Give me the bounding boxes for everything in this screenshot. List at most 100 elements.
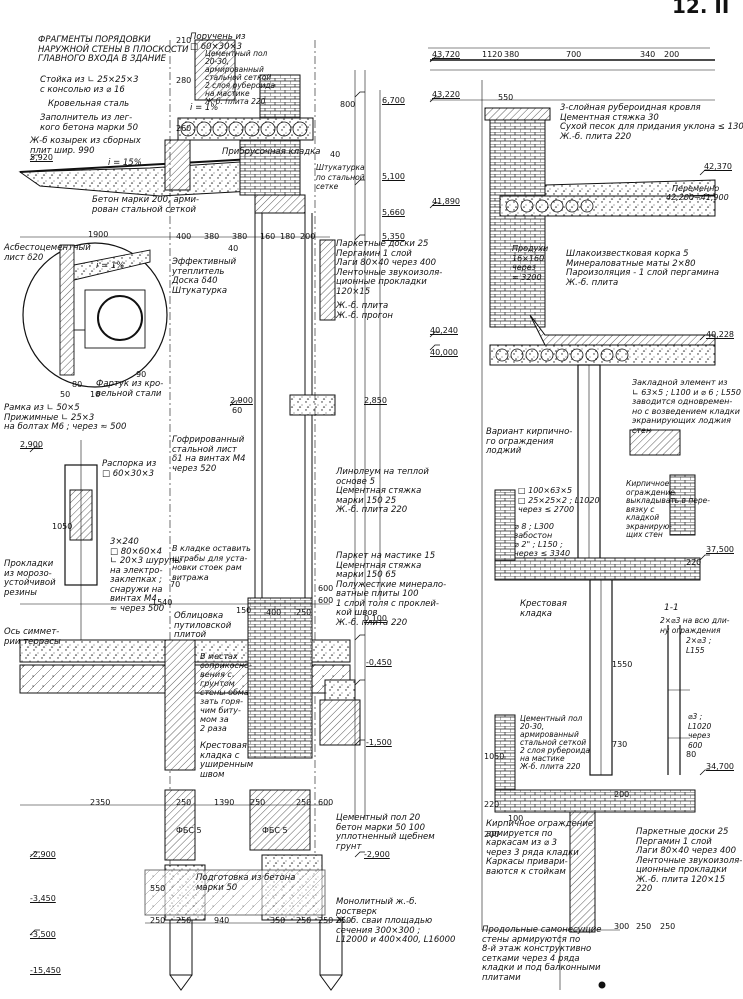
note-vents: Продухи 16×160 через ≈ 3200: [512, 244, 549, 282]
dim: 1900: [88, 230, 109, 239]
note-slab-girder: Ж.-б. плита Ж.-б. прогон: [336, 301, 393, 321]
dim: 400: [266, 608, 282, 617]
note-cement-floor-right: Цементный пол 20-30, армированный стальн…: [520, 714, 591, 771]
dim: 10: [90, 390, 101, 399]
note-tube: □ 100×63×5 □ 25×25×2 ; L1020 через ≤ 270…: [518, 486, 600, 514]
note-parquet: Паркетные доски 25 Пергамин 1 слой Лаги …: [336, 239, 443, 297]
dim: 340: [640, 50, 656, 59]
dim: 1050: [484, 752, 505, 761]
note-cement-floor: Цементный пол 20-30, армированный стальн…: [205, 49, 276, 106]
dim: 1120: [482, 50, 503, 59]
dim: 600: [318, 596, 334, 605]
note-canopy: Ж-б козырек из сборных плит шир. 990: [30, 136, 141, 156]
note-roofing: 3-слойная рубероидная кровля Цементная с…: [560, 103, 743, 142]
note-cladding: Облицовка путиловской плитой: [174, 611, 232, 640]
note-gaskets: Прокладки из морозо- устойчивой резины: [4, 559, 56, 598]
note-parquet-right: Паркетные доски 25 Пергамин 1 слой Лаги …: [636, 827, 743, 894]
note-apron: Фартук из кро- вельной стали: [96, 379, 164, 399]
dim: 220: [686, 558, 702, 567]
note-corrugated: Гофрированный стальной лист δ1 на винтах…: [172, 435, 246, 474]
note-plaster-mesh: Штукатурка по стальной сетке: [316, 163, 365, 191]
dim: 250: [250, 798, 266, 807]
note-insulation: Эффективный утеплитель Доска δ40 Штукату…: [172, 257, 237, 296]
dim: 300: [614, 922, 630, 931]
dim: 200: [300, 232, 316, 241]
dim: 380: [504, 50, 520, 59]
hollow-core-slab-top: [180, 121, 308, 137]
drawing-title: ФРАГМЕНТЫ ПОРЯДОВКИ НАРУЖНОЙ СТЕНЫ В ПЛО…: [38, 35, 189, 64]
level: 6,700: [382, 96, 405, 105]
dim: 940: [214, 916, 230, 925]
dim: 250: [176, 798, 192, 807]
dim: 400: [176, 232, 192, 241]
dim: 80: [686, 750, 697, 759]
level: -0,450: [366, 658, 392, 667]
dim: 150: [236, 606, 252, 615]
dim: 250: [176, 916, 192, 925]
level: -2,900: [30, 850, 56, 859]
dim: 100: [508, 814, 524, 823]
note-concrete: Бетон марки 200, арми- рован стальной се…: [92, 195, 200, 215]
hollow-core-slab-roof: [505, 199, 594, 213]
note-brick-fence: Кирпичное ограждение выкладывать в пере-…: [626, 479, 710, 539]
left-section: [18, 39, 381, 991]
note-fastener: 3×240 □ 80×60×4 ∟ 20×3 шурупы на электро…: [110, 537, 182, 614]
note-cross-bond-right: Крестовая кладка: [520, 599, 567, 619]
level-markers-right: [429, 56, 710, 776]
hollow-core-slab-mid: [495, 348, 629, 362]
note-post: Стойка из ∟ 25×25×3 с консолью из ⌀ 16: [40, 75, 139, 95]
dim: 700: [566, 50, 582, 59]
note-spacer: Распорка из □ 60×30×3: [102, 459, 157, 479]
dim: 250: [296, 608, 312, 617]
note-bitumen: В местах соприкосно- вения с грунтом сте…: [200, 652, 252, 733]
note-grooves: В кладке оставить штрабы для уста- новки…: [172, 544, 251, 582]
dim: 350: [270, 916, 286, 925]
note-handrail: Поручень из □ 60×30×3: [190, 32, 246, 52]
note-slag-crust: Шлакоизвестковая корка 5 Минераловатные …: [566, 249, 720, 288]
note-filler: Заполнитель из лег- кого бетона марки 50: [40, 113, 138, 133]
dim: 220: [484, 800, 500, 809]
level: -2,900: [364, 850, 390, 859]
dim: 50: [60, 390, 71, 399]
level: 43,720: [432, 50, 460, 59]
dim: 250: [636, 922, 652, 931]
dim: 280: [176, 76, 192, 85]
note-linoleum: Линолеум на теплой основе 5 Цементная ст…: [336, 467, 429, 515]
slope: i = 1%: [96, 261, 125, 271]
dim: 60: [232, 406, 243, 415]
level: 2,900: [230, 396, 253, 405]
note-grillage: Монолитный ж.-б. ростверк Ж.-б. сваи пло…: [336, 897, 456, 945]
note-roof-steel: Кровельная сталь: [48, 99, 130, 109]
dim: 90: [136, 370, 147, 379]
dim: 550: [150, 884, 166, 893]
note-d3-l1020: ⌀3 ; L1020 через 600: [688, 712, 712, 750]
note-2d3: 2×⌀3 на всю дли- ну ограждения: [660, 616, 730, 635]
level: -3,500: [30, 930, 56, 939]
sheet-number: 12. II: [672, 0, 730, 18]
level: 41,890: [432, 197, 460, 206]
note-brick-lining: Прибрусочная кладка: [222, 147, 321, 157]
dim: 40: [330, 150, 341, 159]
block-marker: ФБС 5: [176, 826, 202, 835]
level: 42,370: [704, 162, 732, 171]
note-rod: ⌀ 8 ; L300 забостон ⌀ 2" ; L150 ; через …: [514, 522, 571, 558]
level: 0,100: [364, 614, 387, 623]
dim: 730: [612, 740, 628, 749]
note-axis: Ось симмет- рии террасы: [4, 627, 61, 647]
dim: 1540: [152, 598, 173, 607]
dim: 250: [660, 922, 676, 931]
level: 2,900: [20, 440, 43, 449]
level: 5,660: [382, 208, 405, 217]
dim: 380: [204, 232, 220, 241]
note-base-prep: Подготовка из бетона марки 50: [196, 873, 296, 893]
dim: 1390: [214, 798, 235, 807]
note-frame: Рамка из ∟ 50×5 Прижимные ∟ 25×3 на болт…: [4, 403, 127, 432]
dim: 260: [176, 124, 192, 133]
dim: 160: [260, 232, 276, 241]
dim: 600: [318, 798, 334, 807]
dim: 210: [176, 36, 192, 45]
level: -15,450: [30, 966, 61, 975]
level: 5,350: [382, 232, 405, 241]
note-asbestos: Асбестоцементный лист δ20: [4, 243, 91, 263]
dim: 80: [72, 380, 83, 389]
